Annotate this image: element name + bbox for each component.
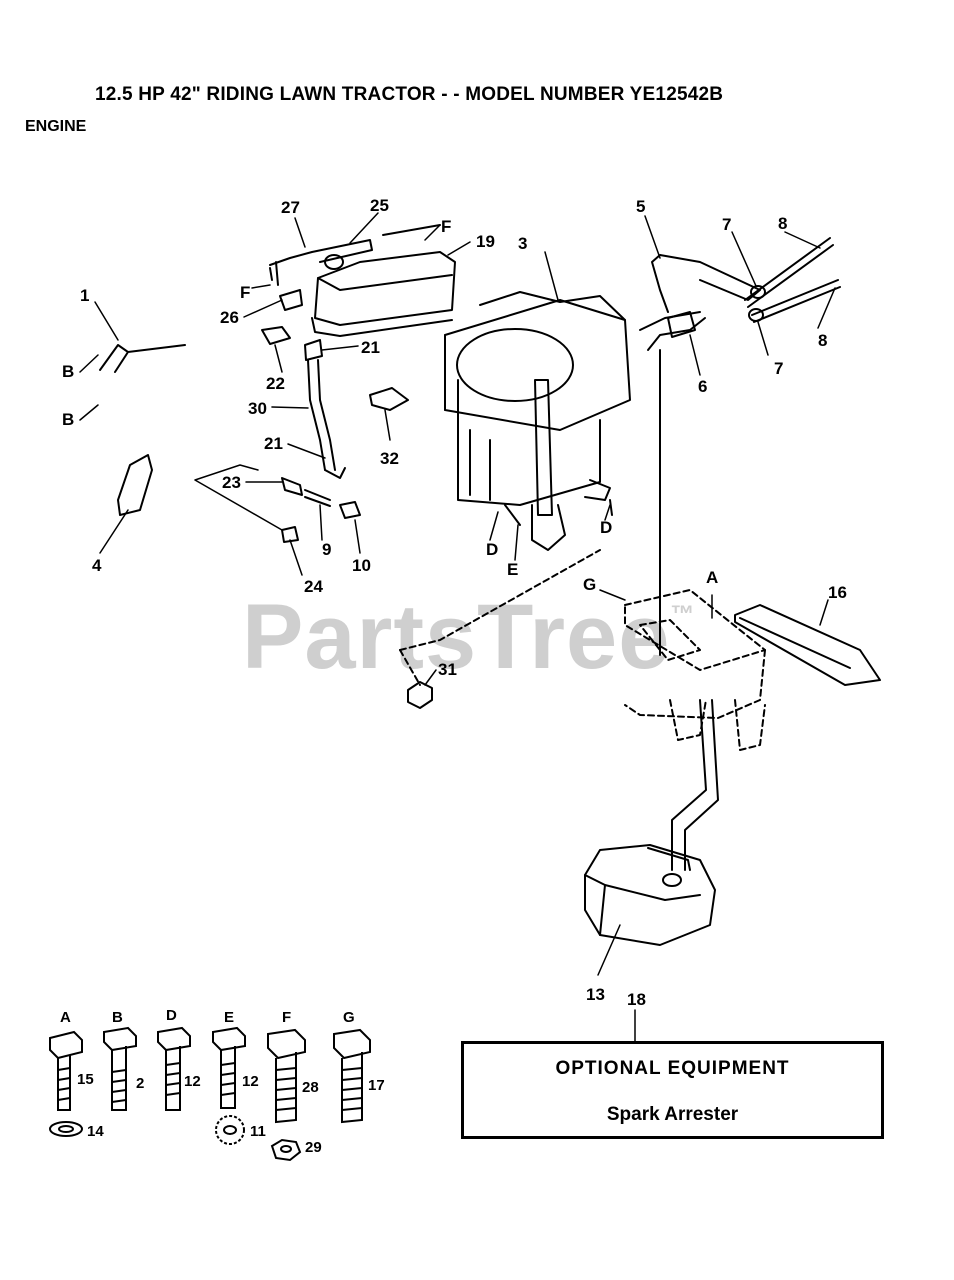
section-title: ENGINE — [25, 118, 87, 135]
optional-equipment-item: Spark Arrester — [606, 1104, 739, 1125]
gasket-6 — [667, 311, 696, 338]
callout-10: 10 — [352, 556, 371, 575]
clip-32 — [369, 387, 409, 411]
leader-lines — [79, 212, 836, 1042]
connector-d: D — [486, 540, 498, 559]
heat-shield-drawing — [734, 604, 881, 686]
hw-letter-g: G — [343, 1009, 355, 1026]
connector-e: E — [507, 560, 518, 579]
bolt-8 — [744, 237, 841, 323]
callout-9: 9 — [322, 540, 331, 559]
connector-a: A — [706, 568, 718, 587]
callout-7: 7 — [722, 215, 731, 234]
hw-part-28: 28 — [302, 1079, 319, 1096]
hw-letter-f: F — [282, 1009, 291, 1026]
callout-6: 6 — [698, 377, 707, 396]
fuel-line-drawing — [194, 339, 361, 543]
hw-part-17: 17 — [368, 1077, 385, 1094]
callout-8: 8 — [778, 214, 787, 233]
hw-part-12b: 12 — [242, 1073, 259, 1090]
callout-26: 26 — [220, 308, 239, 327]
callout-13: 13 — [586, 985, 605, 1004]
callout-16: 16 — [828, 583, 847, 602]
connector-d2: D — [600, 518, 612, 537]
nut-31 — [407, 681, 433, 709]
diagram-title: 12.5 HP 42" RIDING LAWN TRACTOR - - MODE… — [95, 84, 724, 105]
connector-b2: B — [62, 410, 74, 429]
bracket-4 — [117, 454, 153, 516]
callout-32: 32 — [380, 449, 399, 468]
hw-letter-b: B — [112, 1009, 123, 1026]
control-1 — [99, 344, 186, 373]
callout-30: 30 — [248, 399, 267, 418]
hw-part-15: 15 — [77, 1071, 94, 1088]
muffler-drawing — [584, 254, 761, 946]
optional-equipment-box: OPTIONAL EQUIPMENT Spark Arrester — [461, 1041, 884, 1139]
callout-27: 27 — [281, 198, 300, 217]
hw-letter-d: D — [166, 1007, 177, 1024]
washer-7b — [748, 308, 764, 322]
callout-31: 31 — [438, 660, 457, 679]
callout-3: 3 — [518, 234, 527, 253]
callout-19: 19 — [476, 232, 495, 251]
hardware-legend: A 15 14 B 2 D 12 E 12 11 F 28 29 G 17 — [49, 1007, 385, 1162]
watermark: PartsTree™ — [242, 586, 696, 688]
hw-washer-14: 14 — [87, 1123, 104, 1140]
hw-part-12: 12 — [184, 1073, 201, 1090]
callout-4: 4 — [92, 556, 102, 575]
connector-g: G — [583, 575, 596, 594]
callout-21b: 21 — [264, 434, 283, 453]
hw-letter-a: A — [60, 1009, 71, 1026]
callout-8b: 8 — [818, 331, 827, 350]
clamp-26 — [279, 289, 303, 311]
connector-f2: F — [240, 283, 250, 302]
callout-22: 22 — [266, 374, 285, 393]
callout-18: 18 — [627, 990, 646, 1009]
callout-1: 1 — [80, 286, 89, 305]
hw-washer-11: 11 — [250, 1123, 266, 1140]
hw-letter-e: E — [224, 1009, 234, 1026]
callout-5: 5 — [636, 197, 645, 216]
callout-24: 24 — [304, 577, 323, 596]
hw-nut-29: 29 — [305, 1139, 322, 1156]
optional-equipment-title: OPTIONAL EQUIPMENT — [555, 1058, 790, 1079]
pad-22 — [261, 326, 291, 345]
callout-21: 21 — [361, 338, 380, 357]
fuel-tank-drawing — [269, 224, 456, 337]
connector-f: F — [441, 217, 451, 236]
engine-drawing — [444, 291, 631, 551]
connector-b: B — [62, 362, 74, 381]
callout-23: 23 — [222, 473, 241, 492]
washer-7 — [750, 285, 766, 299]
callout-25: 25 — [370, 196, 389, 215]
mounting-plate — [399, 549, 766, 751]
callout-7b: 7 — [774, 359, 783, 378]
hw-part-2: 2 — [136, 1075, 144, 1092]
